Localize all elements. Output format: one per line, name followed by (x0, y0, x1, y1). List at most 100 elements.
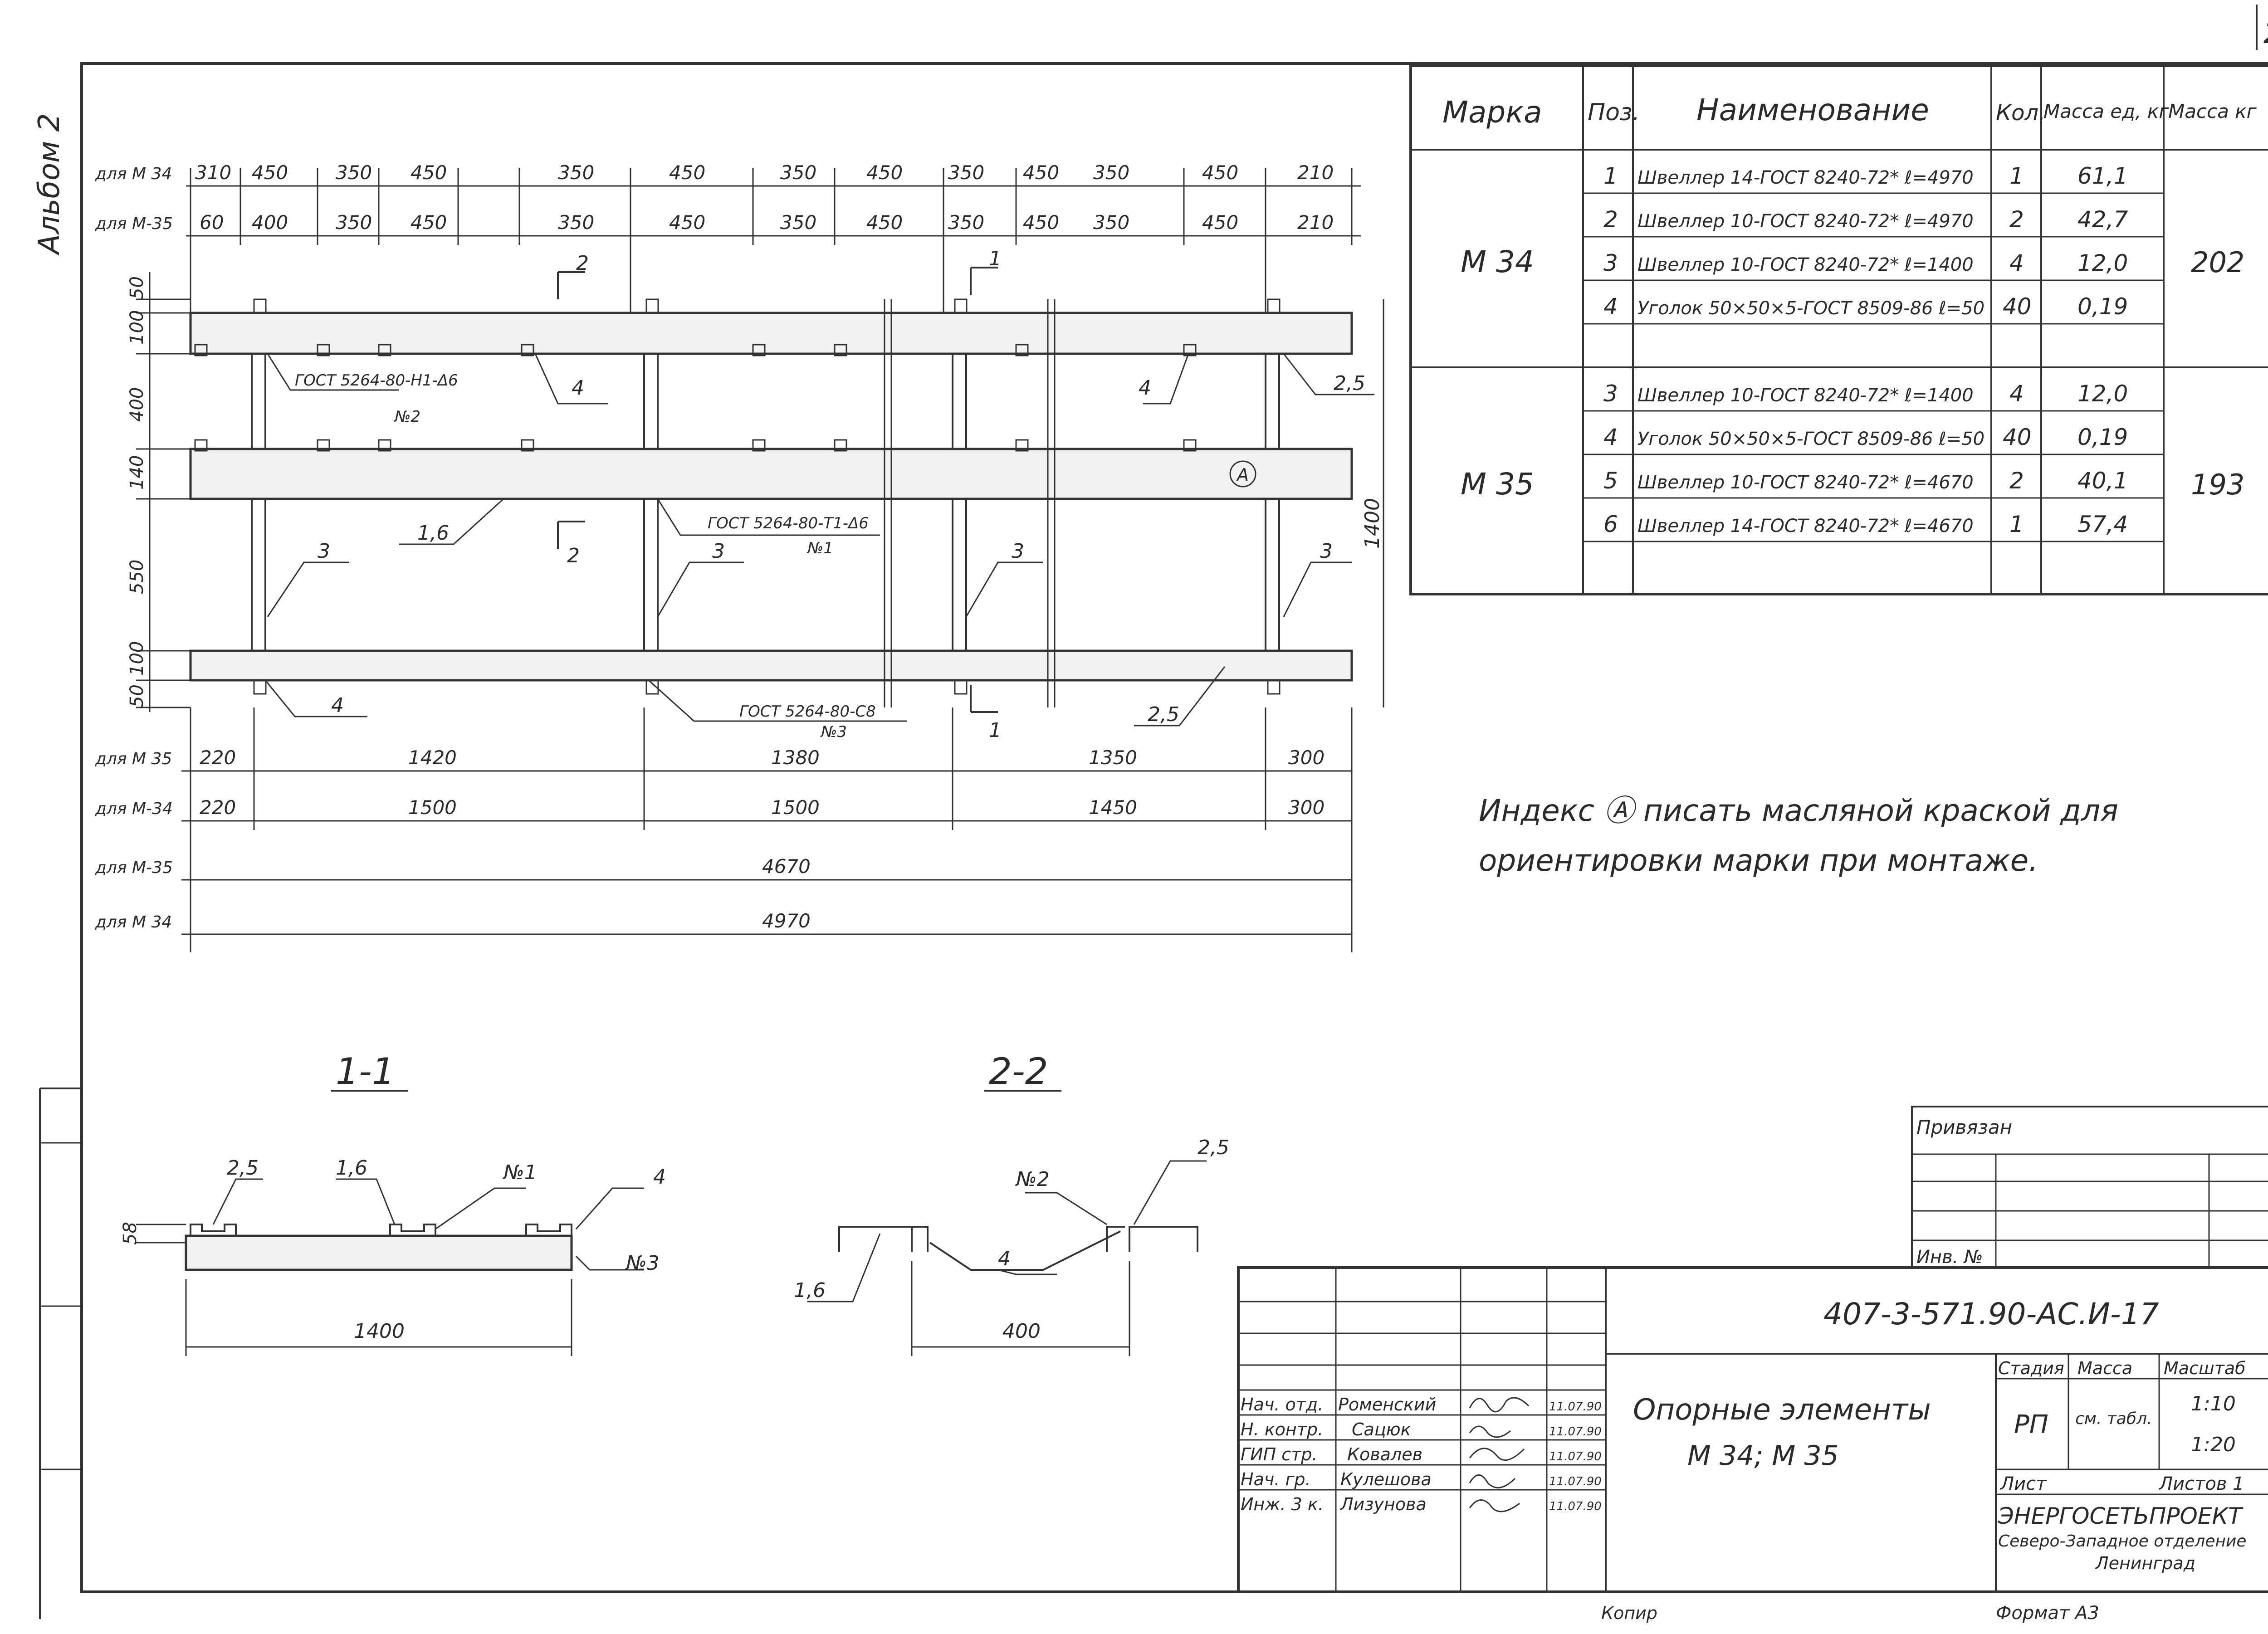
callout-4: 4 (331, 694, 344, 717)
dim-400: 400 (1002, 1320, 1041, 1343)
dim-value: 300 (1288, 796, 1325, 819)
left-dim: 100 (127, 310, 147, 345)
row-qty: 2 (2009, 468, 2024, 494)
section-title: 2-2 (989, 1050, 1048, 1093)
row-name: Уголок 50×50×5-ГОСТ 8509-86 ℓ=50 (1637, 298, 1984, 319)
row-name: Уголок 50×50×5-ГОСТ 8509-86 ℓ=50 (1637, 429, 1984, 449)
beam-top (189, 312, 1353, 355)
signer-name: Лизунова (1339, 1494, 1427, 1514)
row-mass: 40,1 (2077, 468, 2128, 494)
section-mark-1: 1 (989, 719, 1002, 742)
dim-value: 220 (200, 796, 236, 819)
section-mark-1: 1 (989, 247, 1002, 270)
callout-3: 3 (318, 540, 330, 563)
footer-copied: Копир (1601, 1603, 1657, 1623)
section-mark-2: 2 (576, 252, 589, 275)
callout-4: 4 (1139, 376, 1151, 400)
row-pos: 3 (1603, 380, 1618, 407)
callout-3: 3 (1320, 540, 1333, 563)
row-name: Швеллер 10-ГОСТ 8240-72* ℓ=4970 (1637, 211, 1974, 232)
weld-label: №1 (807, 539, 833, 557)
callout-n3: №3 (625, 1252, 660, 1275)
stage-value: РП (2014, 1410, 2048, 1439)
row-name: Швеллер 10-ГОСТ 8240-72* ℓ=4670 (1637, 472, 1974, 493)
signer-role: Нач. гр. (1241, 1469, 1311, 1489)
signer-role: Н. контр. (1241, 1419, 1323, 1439)
dim-row-label: для М 35 (95, 750, 172, 768)
left-dim: 50 (127, 684, 147, 707)
post (952, 353, 967, 450)
signer-role: ГИП стр. (1241, 1444, 1317, 1464)
privyazan-label: Привязан (1916, 1116, 2012, 1138)
dim-value: 4670 (762, 855, 811, 878)
col-header-pos: Поз. (1588, 99, 1640, 126)
callout-16: 1,6 (794, 1279, 826, 1302)
row-mass: 0,19 (2077, 293, 2128, 320)
row-qty: 40 (2003, 293, 2032, 320)
org-branch: Северо-Западное отделение (1998, 1532, 2247, 1551)
dim-value: 450 (866, 211, 903, 234)
mark-m35: М 35 (1461, 467, 1534, 502)
beam-middle (189, 448, 1353, 500)
dim-row-label: для М-35 (95, 858, 173, 877)
drawing-frame (80, 62, 2268, 1593)
index-a-letter: А (1236, 465, 1249, 485)
callout-4: 4 (572, 376, 584, 400)
row-mass: 12,0 (2077, 380, 2128, 407)
dim-value: 350 (558, 211, 594, 234)
callout-4: 4 (653, 1166, 666, 1189)
post (952, 498, 967, 652)
callout-25: 2,5 (1148, 703, 1179, 726)
callout-3: 3 (1012, 540, 1024, 563)
row-mass: 61,1 (2077, 163, 2128, 189)
post (1265, 353, 1280, 450)
signer-name: Кулешова (1340, 1469, 1432, 1489)
row-name: Швеллер 14-ГОСТ 8240-72* ℓ=4970 (1637, 167, 1974, 188)
sheet-title-2: М 34; М 35 (1687, 1440, 1839, 1472)
dim-value: 60 (200, 211, 224, 234)
dim-value: 350 (1093, 161, 1129, 184)
row-qty: 4 (2009, 250, 2024, 276)
signer-name: Ковалев (1347, 1444, 1422, 1464)
col-header-mark: Марка (1442, 95, 1542, 130)
dim-value: 350 (780, 161, 816, 184)
dim-1400: 1400 (354, 1320, 405, 1343)
dim-value: 1420 (408, 746, 457, 769)
mark-m34: М 34 (1461, 244, 1534, 279)
dim-value: 450 (669, 211, 705, 234)
dim-value: 400 (252, 211, 288, 234)
left-dim: 400 (127, 387, 147, 422)
org-name: ЭНЕРГОСЕТЬПРОЕКТ (1998, 1503, 2244, 1529)
sheet-title-1: Опорные элементы (1633, 1393, 1931, 1427)
dim-value: 350 (1093, 211, 1129, 234)
dim-value: 4970 (762, 910, 811, 932)
dim-value: 1350 (1089, 746, 1137, 769)
dim-value: 450 (1023, 211, 1059, 234)
post (251, 353, 266, 450)
signer-date: 11.07.90 (1549, 1450, 1602, 1463)
signer-date: 11.07.90 (1549, 1500, 1602, 1513)
overall-height: 1400 (1361, 498, 1384, 549)
dim-value: 1500 (771, 796, 820, 819)
row-name: Швеллер 14-ГОСТ 8240-72* ℓ=4670 (1637, 516, 1974, 537)
row-name: Швеллер 10-ГОСТ 8240-72* ℓ=1400 (1637, 254, 1974, 275)
post (251, 498, 266, 652)
callout-25: 2,5 (1198, 1136, 1229, 1159)
weld-label: ГОСТ 5264-80-Н1-Δ6 (295, 371, 458, 390)
section-title: 1-1 (336, 1050, 395, 1093)
callout-n2: №2 (1015, 1168, 1050, 1191)
row-pos: 1 (1603, 163, 1618, 189)
signer-date: 11.07.90 (1549, 1475, 1602, 1488)
section-mark-2: 2 (567, 544, 580, 567)
sheets-label: Листов 1 (2158, 1473, 2244, 1494)
post (643, 498, 659, 652)
dim-value: 1450 (1089, 796, 1137, 819)
callout-16: 1,6 (417, 522, 449, 545)
beam-bottom (189, 649, 1353, 682)
dim-value: 210 (1297, 161, 1334, 184)
inv-label: Инв. № (1916, 1247, 1983, 1268)
section-2-2: 2-2 400 2,5 №2 4 1,6 (794, 1050, 1229, 1356)
index-a-marker (1229, 460, 1256, 488)
col-header-name: Наименование (1696, 93, 1929, 127)
